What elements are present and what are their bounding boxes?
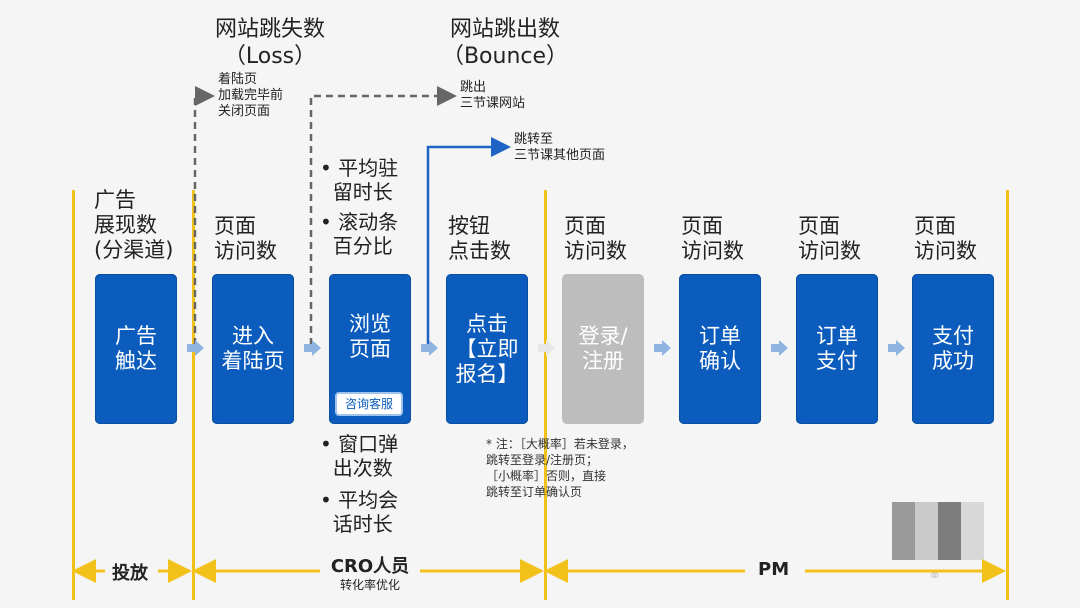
- column-header-1: 广告 展现数 (分渠道): [94, 188, 174, 262]
- divider-line-1: [72, 190, 75, 600]
- divider-line-3: [544, 190, 547, 600]
- bounce-note: 跳出 三节课网站: [460, 80, 526, 111]
- step-label: 订单 确认: [699, 324, 741, 373]
- step-box-1: 广告 触达: [95, 274, 177, 424]
- step-label: 进入 着陆页: [221, 324, 285, 373]
- step-label: 浏览 页面: [349, 312, 391, 361]
- step-label: 订单 支付: [816, 324, 858, 373]
- step-arrow-3: [421, 340, 439, 360]
- column-header-6: 页面 访问数: [681, 214, 744, 263]
- column-header-5: 页面 访问数: [564, 214, 627, 263]
- loss-dashed-line: [193, 86, 215, 345]
- login-note: * 注：［大概率］若未登录， 跳转至登录/注册页； ［小概率］否则，直接 跳转至…: [486, 437, 634, 499]
- divider-line-4: [1006, 190, 1009, 600]
- step-arrow-7: [888, 340, 906, 360]
- loss-note: 着陆页 加载完毕前 关闭页面: [218, 72, 284, 119]
- step-arrow-4: [538, 340, 556, 360]
- browse-metrics-top: • 平均驻 留时长 • 滚动条 百分比: [320, 156, 398, 258]
- footer-cro: CRO人员 转化率优化: [330, 556, 410, 592]
- step-box-3: 浏览 页面咨询客服: [329, 274, 411, 424]
- column-header-4: 按钮 点击数: [448, 214, 511, 263]
- metric-popup-count: • 窗口弹 出次数: [320, 432, 399, 480]
- metric-scroll-percent: • 滚动条 百分比: [320, 210, 399, 258]
- bounce-title: 网站跳出数 （Bounce）: [441, 17, 569, 69]
- step-box-4: 点击 【立即 报名】: [446, 274, 528, 424]
- browse-metrics-bottom: • 窗口弹 出次数 • 平均会 话时长: [320, 432, 398, 536]
- step-box-2: 进入 着陆页: [212, 274, 294, 424]
- metric-session-time: • 平均会 话时长: [320, 488, 399, 536]
- blurred-image: [892, 502, 984, 560]
- consult-service-button[interactable]: 咨询客服: [335, 392, 403, 416]
- column-header-8: 页面 访问数: [914, 214, 977, 263]
- footer-pm-label: PM: [758, 559, 790, 580]
- step-box-6: 订单 确认: [679, 274, 761, 424]
- step-box-8: 支付 成功: [912, 274, 994, 424]
- divider-line-2: [192, 190, 195, 600]
- step-box-7: 订单 支付: [796, 274, 878, 424]
- jump-note: 跳转至 三节课其他页面: [514, 132, 606, 163]
- metric-dwell-time: • 平均驻 留时长: [320, 156, 399, 204]
- loss-title: 网站跳失数 （Loss）: [214, 17, 325, 69]
- step-arrow-1: [187, 340, 205, 360]
- column-header-2: 页面 访问数: [214, 214, 277, 263]
- footer-ad-label: 投放: [112, 563, 148, 584]
- step-label: 点击 【立即 报名】: [455, 311, 519, 386]
- step-arrow-2: [304, 340, 322, 360]
- step-arrow-5: [654, 340, 672, 360]
- step-label: 登录/ 注册: [578, 324, 628, 373]
- step-arrow-6: [771, 340, 789, 360]
- step-box-5: 登录/ 注册: [562, 274, 644, 424]
- bounce-dashed-line: [309, 86, 457, 345]
- step-label: 广告 触达: [115, 324, 157, 373]
- step-label: 支付 成功: [932, 324, 974, 373]
- jump-blue-line: [426, 137, 511, 345]
- column-header-7: 页面 访问数: [798, 214, 861, 263]
